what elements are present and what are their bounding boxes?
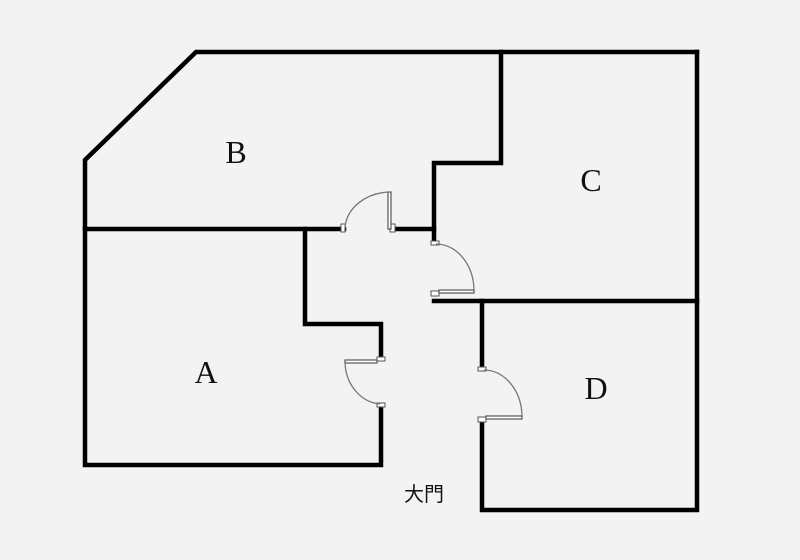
door-b[interactable] — [340, 191, 396, 233]
room-label-a: A — [194, 354, 217, 390]
outer-wall-right — [479, 49, 700, 513]
wall-b-c — [431, 49, 504, 246]
entrance-label: 大門 — [404, 482, 444, 506]
outer-wall — [82, 49, 700, 468]
room-label-c: C — [580, 162, 601, 198]
room-label-d: D — [584, 370, 607, 406]
door-c[interactable] — [430, 240, 475, 297]
walls — [82, 49, 700, 513]
door-a[interactable] — [344, 356, 386, 408]
room-label-b: B — [225, 134, 246, 170]
wall-a-corridor — [302, 226, 384, 361]
door-d[interactable] — [477, 366, 523, 423]
